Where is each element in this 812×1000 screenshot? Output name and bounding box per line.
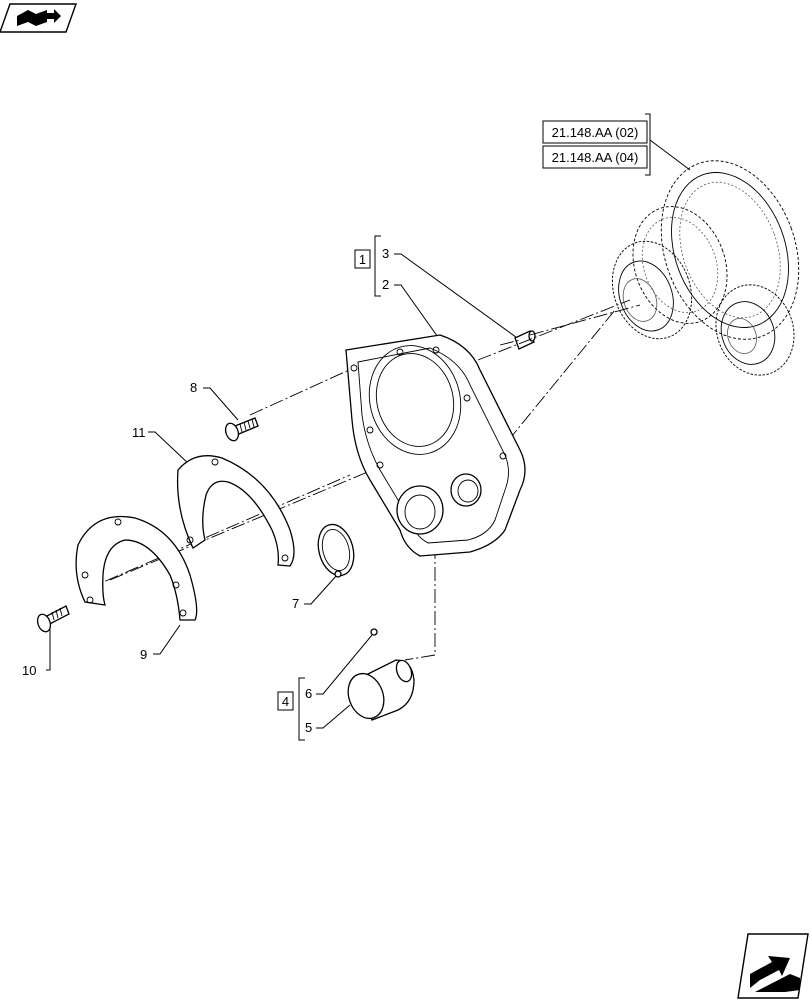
centerline-a (249, 364, 361, 416)
bushing-part-5 (347, 659, 415, 721)
next-page-arrow-icon[interactable] (737, 933, 809, 999)
group-4-bracket (298, 677, 305, 741)
ball-part-6 (370, 628, 378, 636)
label-10: 10 (22, 663, 36, 678)
group-4-text: 4 (282, 694, 289, 709)
label-5: 5 (305, 720, 312, 735)
cover-plate-part-9 (75, 515, 198, 621)
label-6: 6 (305, 686, 312, 701)
reference-box-2[interactable]: 21.148.AA (04) (542, 145, 648, 169)
leader-9 (153, 624, 181, 655)
leader-8 (203, 387, 239, 421)
label-11: 11 (132, 425, 146, 440)
group-1-text: 1 (359, 252, 366, 267)
snap-ring-part-7 (317, 523, 355, 578)
centerline-b (84, 474, 351, 591)
leader-6 (316, 634, 373, 695)
bolt-part-8 (224, 417, 259, 442)
label-7: 7 (292, 596, 299, 611)
group-1-bracket (374, 235, 381, 297)
gear-assembly (611, 160, 800, 376)
centerline-f (529, 304, 641, 336)
centerline-h (404, 545, 436, 661)
centerline-e (499, 339, 521, 346)
group-1-box[interactable]: 1 (354, 249, 371, 269)
reference-text-1: 21.148.AA (02) (552, 125, 639, 140)
label-9: 9 (140, 647, 147, 662)
reference-bracket (645, 113, 651, 176)
housing-part-2 (345, 334, 526, 557)
reference-leader (649, 139, 691, 171)
label-2: 2 (382, 277, 389, 292)
leader-7 (304, 574, 338, 605)
bolt-part-10 (36, 605, 70, 633)
label-8: 8 (190, 380, 197, 395)
leader-10 (46, 622, 51, 671)
book-arrow-icon[interactable] (0, 3, 77, 33)
centerline-d (477, 299, 631, 361)
group-4-box[interactable]: 4 (277, 691, 294, 711)
reference-box-1[interactable]: 21.148.AA (02) (542, 120, 648, 144)
leader-2 (394, 284, 441, 341)
reference-text-2: 21.148.AA (04) (552, 150, 639, 165)
shim-part-11 (176, 455, 295, 567)
leader-3 (394, 253, 521, 341)
pin-part-3 (514, 330, 536, 350)
leader-11 (148, 431, 191, 466)
leader-5 (316, 704, 351, 729)
label-3: 3 (382, 246, 389, 261)
